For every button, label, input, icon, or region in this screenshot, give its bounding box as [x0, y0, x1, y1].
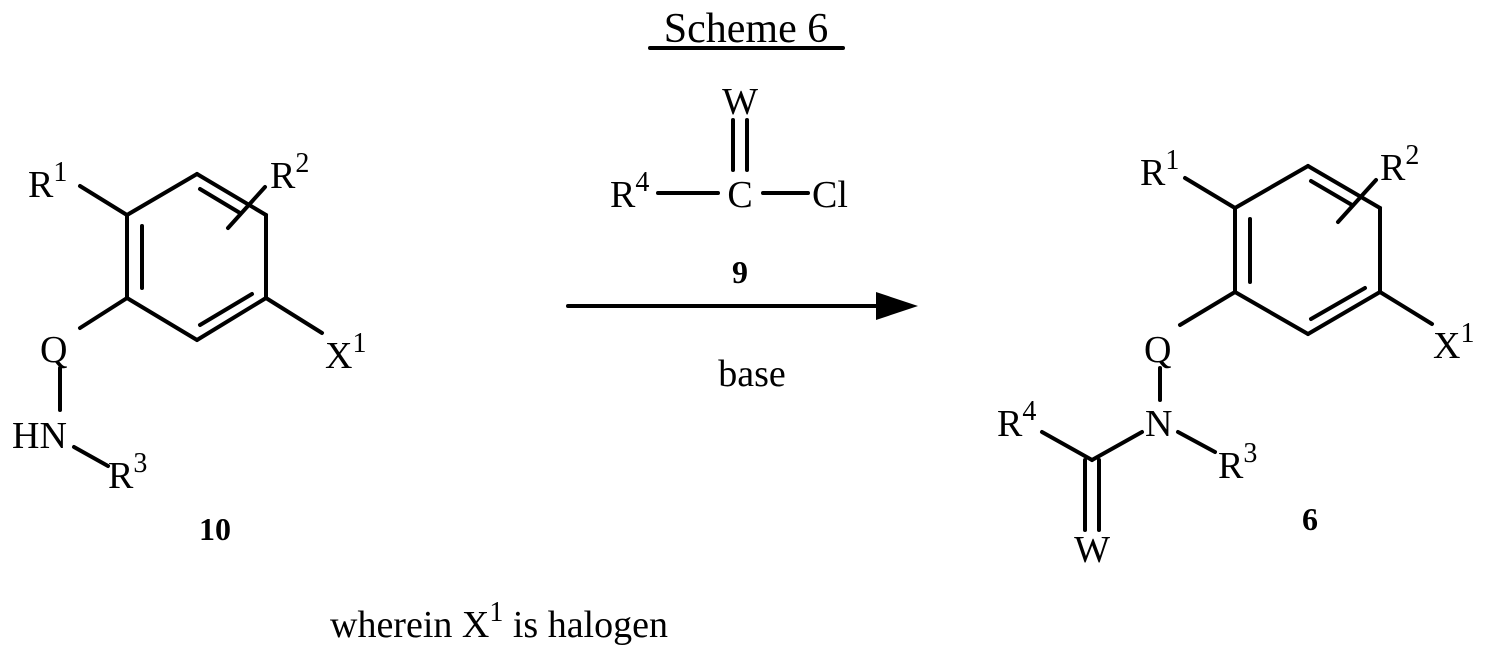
- atom-r3: R3: [108, 448, 147, 497]
- arrow-condition: base: [718, 353, 786, 395]
- ring-double-bond: [1311, 181, 1352, 205]
- bond-n-r3: [74, 447, 108, 466]
- reactant-structure: R1 R2 X1 Q HN R3 10: [12, 148, 366, 547]
- ring-bond: [127, 298, 197, 340]
- scheme-footnote: wherein X1 is halogen: [330, 597, 668, 646]
- atom-x1: X1: [325, 328, 366, 377]
- atom-r1: R1: [1140, 145, 1179, 194]
- atom-w: W: [722, 81, 758, 123]
- atom-cl: Cl: [812, 174, 848, 216]
- atom-r2: R2: [270, 148, 309, 197]
- atom-r1: R1: [28, 157, 67, 206]
- ring-bond: [127, 174, 197, 215]
- atom-r4: R4: [997, 396, 1036, 445]
- atom-c: C: [727, 174, 752, 216]
- atom-q: Q: [40, 329, 67, 371]
- compound-number-6: 6: [1302, 501, 1318, 537]
- atom-r4: R4: [610, 167, 649, 216]
- atom-x1: X1: [1433, 318, 1474, 367]
- scheme-title: Scheme 6: [650, 6, 843, 52]
- atom-n: N: [1145, 403, 1172, 445]
- bond-q: [80, 298, 127, 328]
- atom-r3: R3: [1218, 438, 1257, 487]
- bond-q: [1180, 292, 1235, 325]
- bond-r1: [1185, 178, 1235, 208]
- ring-double-bond: [200, 189, 240, 213]
- product-structure: R1 R2 X1 Q N R3 R4 W 6: [997, 140, 1474, 571]
- bond-r4-carbonyl: [1042, 432, 1092, 460]
- atom-w: W: [1074, 529, 1110, 571]
- reaction-arrow: base: [568, 292, 918, 395]
- bond-n-carbonyl: [1092, 432, 1142, 460]
- atom-r2: R2: [1380, 140, 1419, 189]
- ring-bond: [1235, 166, 1308, 208]
- reagent-structure: W R4 C Cl 9: [610, 81, 848, 290]
- bond-n-r3: [1178, 432, 1215, 452]
- bond-x1: [266, 298, 322, 333]
- atom-q: Q: [1144, 329, 1171, 371]
- atom-hn: HN: [12, 415, 67, 457]
- arrow-head: [876, 292, 918, 320]
- bond-r1: [80, 186, 127, 215]
- bond-x1: [1380, 292, 1432, 324]
- compound-number-9: 9: [732, 254, 748, 290]
- ring-bond: [1235, 292, 1308, 334]
- compound-number-10: 10: [199, 511, 231, 547]
- scheme-title-text: Scheme 6: [664, 6, 828, 52]
